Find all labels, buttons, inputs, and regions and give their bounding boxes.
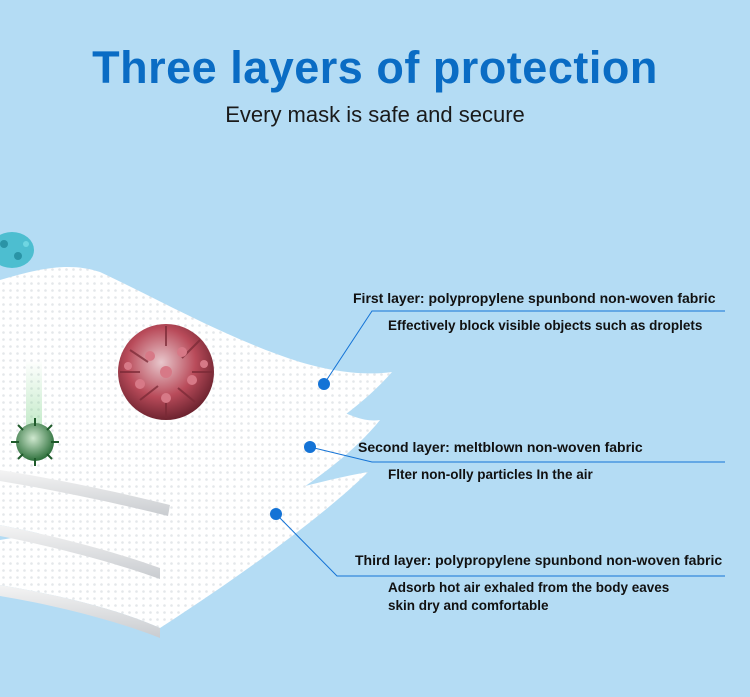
page-subtitle: Every mask is safe and secure [225, 102, 525, 127]
virus-red-icon [118, 324, 214, 420]
first-layer-name: First layer: polypropylene spunbond non-… [353, 290, 716, 306]
virus-teal-icon [0, 232, 34, 268]
pointer-dot-third [270, 508, 282, 520]
third-layer-description-line-2: skin dry and comfortable [388, 598, 549, 613]
pointer-lines [275, 310, 725, 577]
pointer-dot-second [304, 441, 316, 453]
pointer-dots [270, 378, 330, 520]
first-layer-description: Effectively block visible objects such a… [388, 318, 703, 333]
pointer-dot-first [318, 378, 330, 390]
virus-green-icon [11, 360, 59, 466]
second-layer-description: Flter non-olly particles In the air [388, 467, 593, 482]
third-layer-description-line-1: Adsorb hot air exhaled from the body eav… [388, 580, 670, 595]
third-layer-name: Third layer: polypropylene spunbond non-… [355, 552, 723, 568]
page-title: Three layers of protection [92, 42, 658, 93]
second-layer-name: Second layer: meltblown non-woven fabric [358, 439, 643, 455]
